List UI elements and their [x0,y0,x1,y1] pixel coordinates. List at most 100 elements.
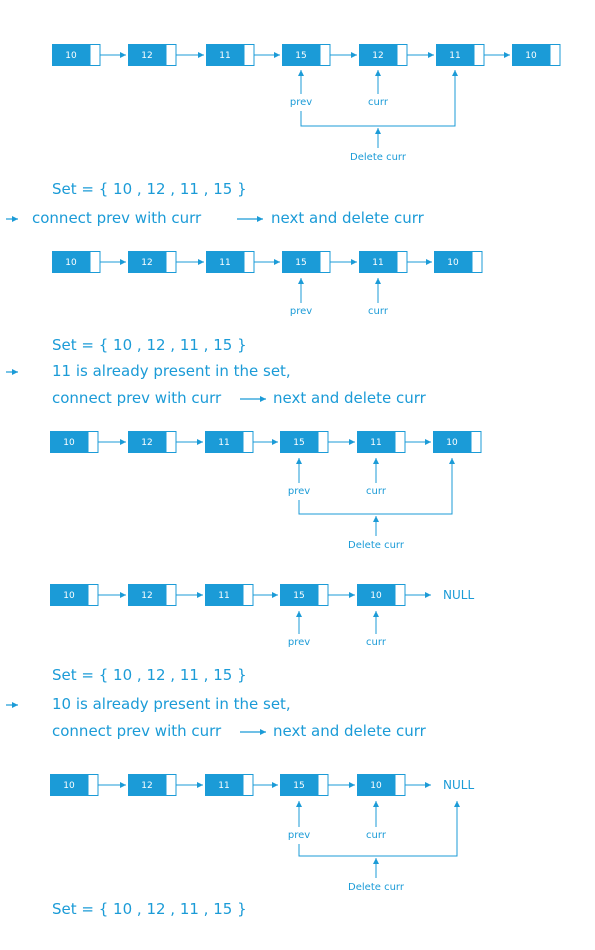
note-2: 11 is already present in the set, connec… [6,362,427,407]
node-value: 11 [372,258,383,268]
node-next-box [317,431,329,453]
node-value: 15 [293,591,304,601]
node-value: 10 [63,438,75,448]
node-next-box [317,774,329,796]
node-next-box [394,774,406,796]
node-value: 12 [141,781,152,791]
node-next-box [470,431,482,453]
node-next-box [242,774,254,796]
list-node: 12 [128,774,177,796]
prev-label: prev [290,97,312,108]
node-value: 12 [141,51,152,61]
list-node: 10 [357,774,406,796]
note-1-line-2: next and delete curr [271,209,425,227]
node-value: 10 [65,258,77,268]
node-data-box [357,774,395,796]
node-value: 10 [65,51,77,61]
node-value: 10 [63,591,75,601]
node-value: 15 [293,781,304,791]
note-2-line-3: next and delete curr [273,389,427,407]
delete-bracket: Delete curr [298,801,460,893]
list-node: 15 [282,44,331,66]
curr-label: curr [366,830,387,841]
node-next-box [243,251,255,273]
node-next-box [394,431,406,453]
node-data-box [50,431,88,453]
node-value: 11 [449,51,460,61]
node-data-box [128,251,166,273]
list-node: 10 [50,774,99,796]
list-node: 11 [205,584,254,606]
note-3-line-3: next and delete curr [273,722,427,740]
node-data-box [205,774,243,796]
note-2-line-2: connect prev with curr [52,389,222,407]
set-text-4: Set = { 10 , 12 , 11 , 15 } [52,900,247,918]
node-data-box [280,431,318,453]
node-data-box [128,584,166,606]
node-data-box [359,44,397,66]
node-data-box [128,44,166,66]
node-next-box [165,774,177,796]
list-node: 10 [512,44,561,66]
node-data-box [205,584,243,606]
node-data-box [128,774,166,796]
node-value: 10 [446,438,458,448]
node-data-box [52,251,90,273]
node-next-box [317,584,329,606]
list-node: 11 [206,44,255,66]
node-next-box [242,431,254,453]
node-data-box [52,44,90,66]
node-next-box [473,44,485,66]
node-value: 10 [525,51,537,61]
node-next-box [243,44,255,66]
node-data-box [512,44,550,66]
list-node: 12 [128,431,177,453]
list-node: 10 [50,584,99,606]
prev-label: prev [290,306,312,317]
curr-label: curr [368,306,389,317]
node-next-box [471,251,483,273]
list-node: 15 [282,251,331,273]
list-node: 10 [357,584,406,606]
bypass-link [298,458,455,515]
node-value: 10 [63,781,75,791]
node-next-box [89,44,101,66]
node-value: 12 [141,438,152,448]
node-data-box [357,431,395,453]
node-data-box [280,584,318,606]
node-value: 15 [295,51,306,61]
node-data-box [50,584,88,606]
node-data-box [282,44,320,66]
list-node: 10 [52,251,101,273]
node-next-box [319,44,331,66]
node-next-box [165,44,177,66]
note-3-line-2: connect prev with curr [52,722,222,740]
node-data-box [206,251,244,273]
null-label: NULL [443,588,474,602]
curr-label: curr [368,97,389,108]
node-value: 10 [447,258,459,268]
node-value: 10 [370,591,382,601]
node-value: 11 [219,258,230,268]
node-data-box [50,774,88,796]
node-value: 11 [218,591,229,601]
curr-label: curr [366,486,387,497]
node-next-box [242,584,254,606]
node-value: 12 [141,591,152,601]
delete-curr-label: Delete curr [348,540,405,551]
list-node: 11 [359,251,408,273]
list-node: 15 [280,584,329,606]
null-label: NULL [443,778,474,792]
set-text-3: Set = { 10 , 12 , 11 , 15 } [52,666,247,684]
prev-label: prev [288,830,310,841]
node-data-box [436,44,474,66]
curr-label: curr [366,637,387,648]
list-node: 10 [434,251,483,273]
list-node: 12 [128,44,177,66]
node-next-box [87,431,99,453]
list-node: 10 [50,431,99,453]
node-next-box [165,584,177,606]
node-next-box [87,774,99,796]
